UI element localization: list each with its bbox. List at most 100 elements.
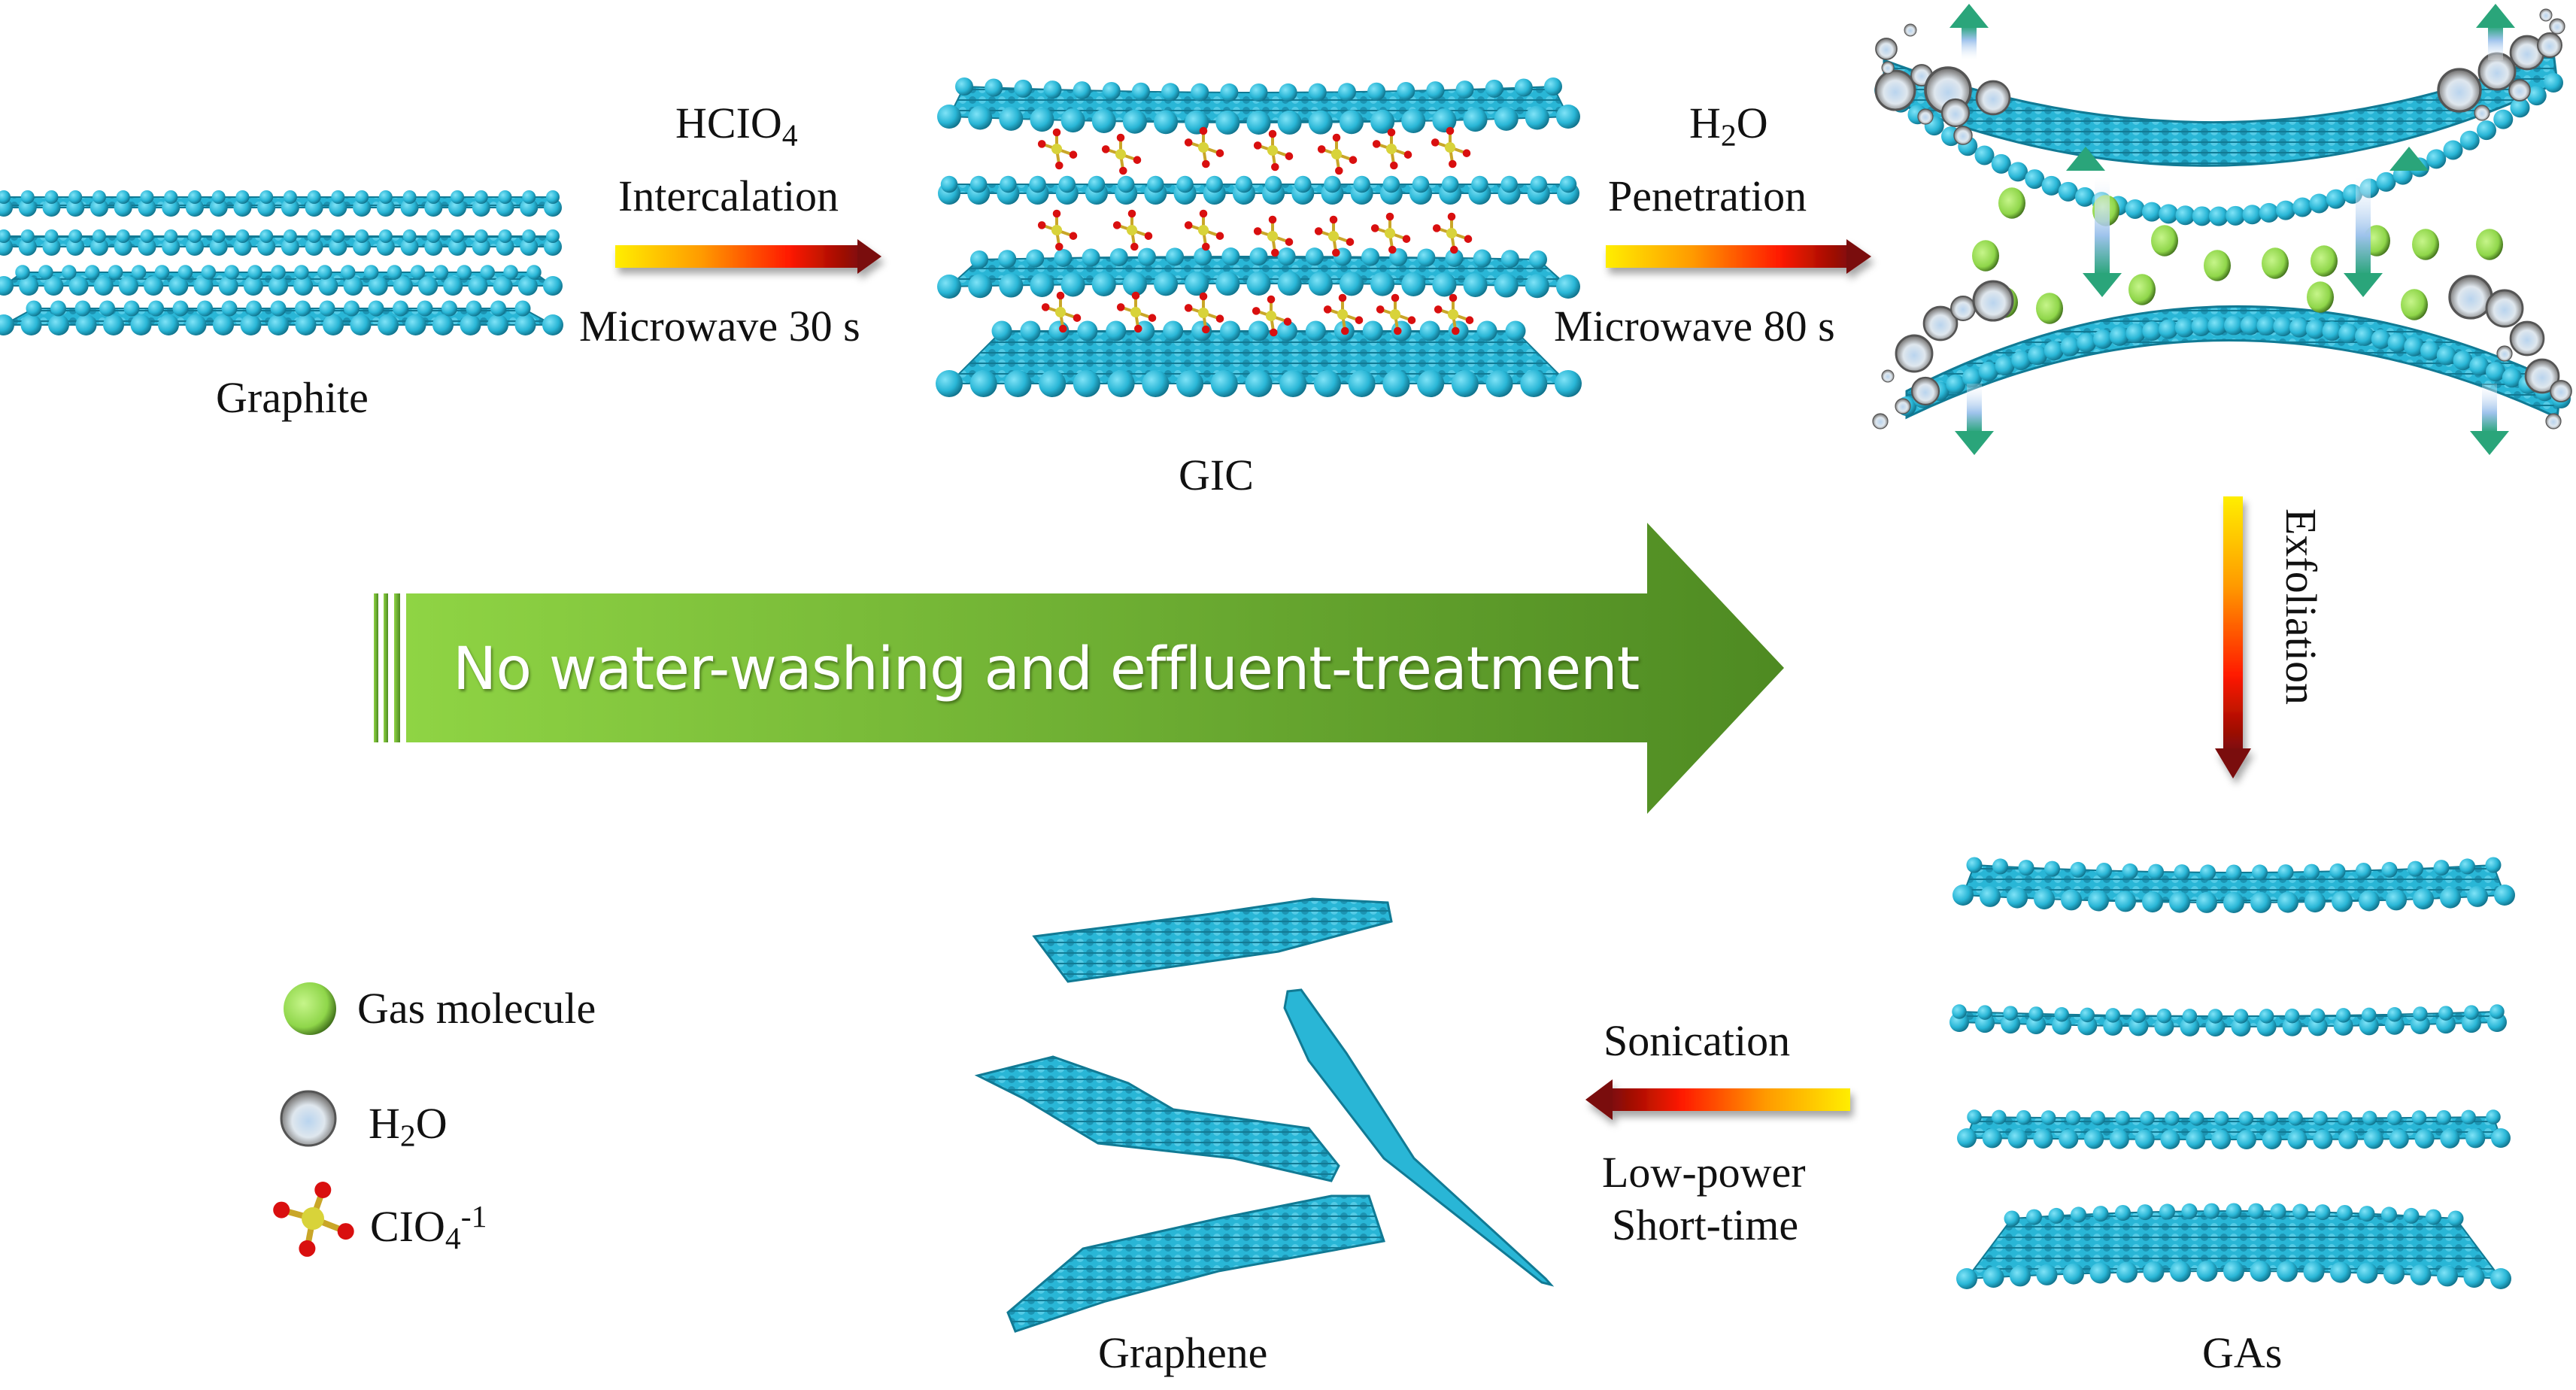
water-molecule [1881, 369, 1895, 383]
perchlorate-ion [1101, 133, 1142, 175]
water-molecule-icon [280, 1090, 337, 1147]
graphite-sheet [0, 300, 563, 335]
gic-sheet [936, 320, 1582, 397]
step1-action: Intercalation [618, 171, 839, 220]
step2-condition: Microwave 80 s [1554, 302, 1835, 351]
gic-sheet [937, 247, 1580, 299]
step2-reagent: H2O [1689, 99, 1768, 153]
expansion-arrow-down [2470, 384, 2509, 455]
expansion-arrow-up [2389, 147, 2429, 171]
water-molecule [1875, 38, 1898, 60]
gic-sheet [937, 77, 1580, 135]
step1-condition: Microwave 30 s [579, 302, 860, 351]
gas-molecule [2476, 229, 2503, 260]
graphite-sheet [0, 229, 562, 256]
water-molecule [2524, 358, 2560, 394]
gas-sheet [1949, 1004, 2507, 1036]
gas-molecule [2401, 289, 2428, 320]
perchlorate-ion [1372, 128, 1412, 170]
legend-label-perchlorate: CIO4-1 [370, 1200, 487, 1257]
step4-condition-line1: Low-power [1602, 1148, 1806, 1197]
step3-action: Exfoliation [2277, 508, 2326, 705]
stage-label-gic: GIC [1179, 451, 1254, 499]
perchlorate-ion [1184, 126, 1224, 168]
gas-sheet [1957, 1109, 2511, 1149]
gic-illustration [936, 77, 1582, 397]
water-molecule [2485, 289, 2524, 328]
water-molecule [1953, 126, 1973, 145]
expansion-arrow-down [2344, 177, 2383, 297]
stage-label-graphite: Graphite [216, 373, 369, 422]
gas-molecule [2128, 274, 2156, 305]
expansion-arrow-up [2066, 147, 2105, 171]
water-molecule [1895, 334, 1934, 373]
step1-reagent: HCIO4 [675, 99, 798, 153]
perchlorate-ion [1184, 209, 1224, 251]
gas-sheets-illustration [1949, 857, 2515, 1289]
water-molecule [2549, 18, 2565, 35]
arrow-exfoliation [2215, 496, 2251, 778]
gas-molecule [2412, 229, 2439, 260]
gas-molecule [2204, 250, 2231, 281]
perchlorate-ion [1041, 291, 1082, 333]
perchlorate-ion [1431, 126, 1471, 168]
water-molecule [2509, 320, 2545, 357]
gas-sheet [1956, 1203, 2511, 1289]
perchlorate-ion [1370, 212, 1411, 254]
step4-condition-line2: Short-time [1612, 1200, 1799, 1249]
water-molecule [2496, 345, 2513, 362]
expansion-arrow-up [1949, 4, 1989, 60]
expansion-arrow-down [1955, 384, 1994, 455]
stage-label-gas-sheets: GAs [2202, 1328, 2283, 1377]
water-molecule [1881, 61, 1895, 74]
legend-label-water: H2O [369, 1099, 448, 1154]
arrow-sonication [1585, 1079, 1850, 1120]
graphene-illustration [974, 897, 1555, 1333]
perchlorate-ion [1252, 295, 1292, 337]
banner-arrow [374, 523, 1784, 814]
water-molecule [2474, 105, 2490, 121]
perchlorate-ion [1116, 291, 1157, 333]
expansion-arrow-up [2476, 4, 2515, 60]
water-molecule [1904, 23, 1917, 37]
graphene-flake-edge-on [1283, 988, 1555, 1287]
expanded-sheet-bottom [1897, 305, 2571, 420]
perchlorate-ion [1434, 293, 1474, 335]
perchlorate-ion [1037, 128, 1078, 170]
legend-label-gas-molecule: Gas molecule [357, 984, 596, 1033]
perchlorate-ion [1323, 293, 1364, 335]
gas-molecule [2307, 281, 2334, 313]
gas-molecule [2311, 245, 2338, 277]
gas-molecule [2036, 293, 2063, 324]
gas-molecule [1998, 187, 2025, 219]
perchlorate-ion [1317, 133, 1358, 175]
step2-action: Penetration [1608, 171, 1807, 220]
water-molecule [2537, 32, 2562, 58]
gas-molecule [2262, 247, 2289, 279]
water-molecule [1950, 296, 1976, 321]
banner-text: No water-washing and effluent-treatment [453, 636, 1640, 703]
perchlorate-ion [1037, 209, 1078, 251]
graphene-flake [974, 1055, 1340, 1182]
gic-sheet [938, 175, 1579, 205]
water-molecule [1917, 108, 1934, 125]
gas-molecule [2151, 225, 2178, 256]
water-molecule [2437, 68, 2482, 113]
gas-molecule [1972, 240, 1999, 272]
gas-expansion-illustration [1872, 4, 2572, 455]
perchlorate-ion [1253, 129, 1294, 171]
water-molecule [2545, 413, 2562, 429]
water-molecule [1895, 398, 1911, 414]
water-molecule [1874, 69, 1916, 111]
water-molecule [1872, 413, 1889, 429]
perchlorate-ion-icon [273, 1182, 354, 1257]
perchlorate-ion [1376, 293, 1416, 335]
water-molecule [1972, 280, 2014, 322]
graphite-illustration [0, 190, 563, 335]
water-molecule [2448, 275, 2493, 320]
water-molecule [1922, 305, 1959, 341]
perchlorate-ion [1314, 215, 1355, 257]
water-molecule [2539, 8, 2553, 22]
perchlorate-ion [1432, 212, 1473, 254]
